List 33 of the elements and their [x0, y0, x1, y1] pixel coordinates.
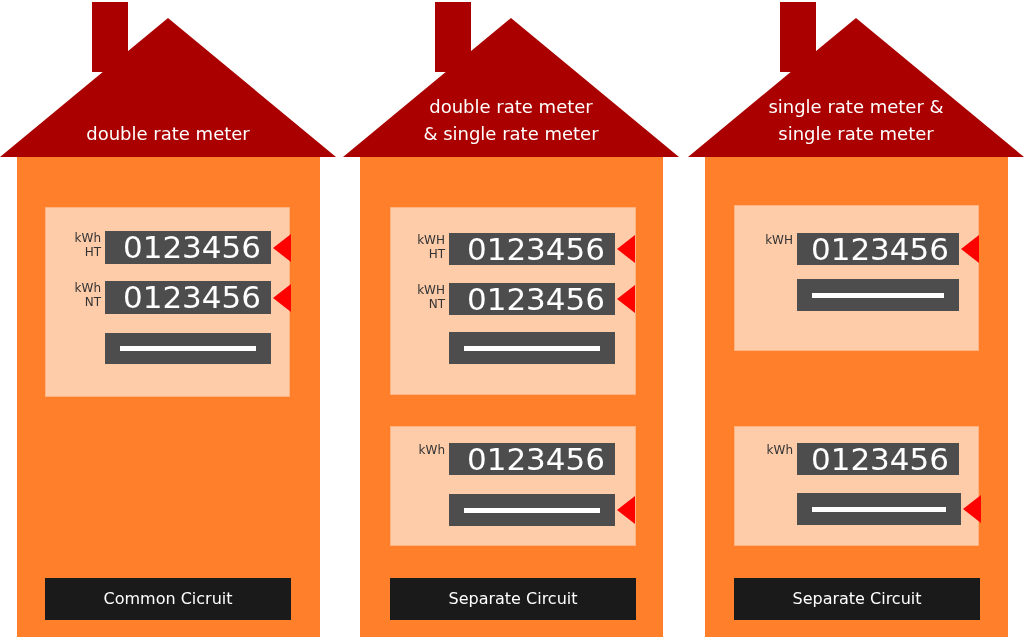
circuit-label: Common Cicruit: [45, 578, 291, 620]
house: [343, 0, 679, 637]
unit-label: kWh NT: [73, 281, 101, 309]
house-title: double rate meter & single rate meter: [422, 95, 600, 146]
unit-label: kWh: [765, 443, 793, 457]
meter-panel: [390, 426, 636, 546]
house-title: double rate meter: [85, 122, 251, 146]
house-title: single rate meter & single rate meter: [767, 95, 945, 146]
meter-bar: [449, 494, 615, 526]
unit-label: kWh HT: [73, 231, 101, 259]
circuit-label: Separate Circuit: [734, 578, 980, 620]
house: [0, 0, 336, 637]
meter-bar: [797, 279, 959, 311]
circuit-label: Separate Circuit: [390, 578, 636, 620]
house: [688, 0, 1024, 637]
meter-display: 0123456: [797, 233, 959, 265]
unit-label: kWH NT: [416, 283, 445, 311]
meter-display: 0123456: [105, 281, 271, 314]
meter-bar: [797, 493, 961, 525]
meter-panel: [734, 426, 979, 546]
meter-display: 0123456: [797, 443, 959, 475]
meter-bar: [105, 333, 271, 364]
meter-panel: [734, 205, 979, 351]
unit-label: kWH HT: [416, 233, 445, 261]
meter-panel: [390, 207, 636, 395]
meter-display: 0123456: [449, 443, 615, 475]
unit-label: kWh: [417, 443, 445, 457]
meter-panel: [45, 207, 290, 397]
meter-display: 0123456: [105, 231, 271, 264]
meter-display: 0123456: [449, 283, 615, 315]
meter-bar: [449, 332, 615, 364]
meter-display: 0123456: [449, 233, 615, 265]
unit-label: kWH: [764, 233, 793, 247]
